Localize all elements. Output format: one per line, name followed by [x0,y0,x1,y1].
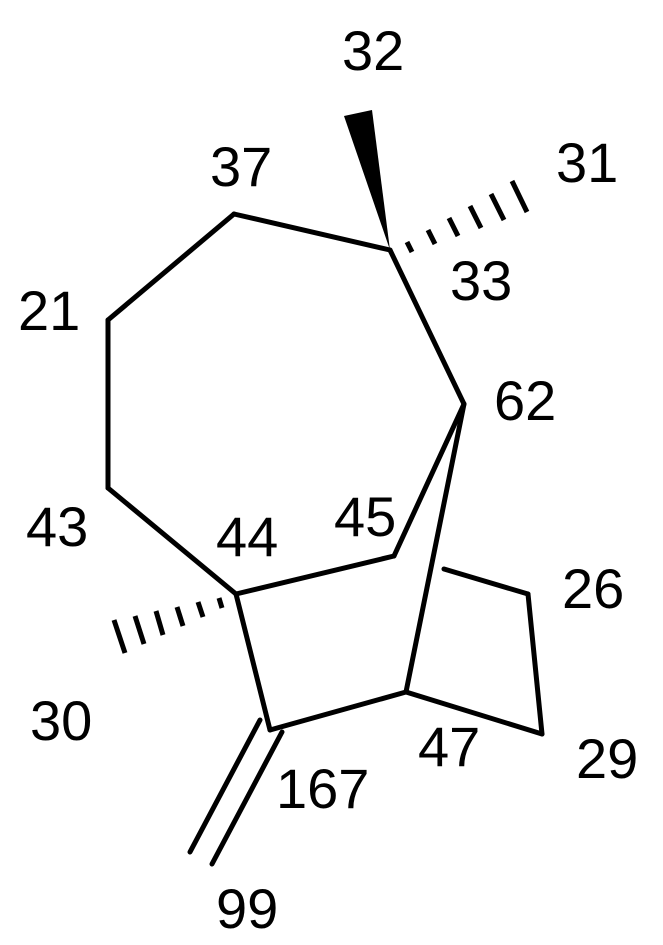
bond-29-47 [403,689,545,737]
atom-label-62: 62 [494,369,556,432]
bond-44-167 [233,591,273,733]
hashed-bond-33-31 [404,179,530,254]
atom-label-26: 26 [562,557,624,620]
double-bond-167-99-b [209,729,285,867]
atom-label-29: 29 [576,727,638,790]
hashed-bond-44-30 [111,597,225,654]
bond-37-21 [105,211,237,323]
bond-44-45 [233,553,397,597]
double-bond-167-99-a [187,717,263,855]
atom-label-44: 44 [216,505,278,568]
atom-label-32: 32 [342,19,404,82]
atom-label-30: 30 [30,689,92,752]
atom-label-45: 45 [334,485,396,548]
bond-37-33 [231,211,393,253]
bond-62-45 [391,401,467,559]
wedge-bond-33-32 [344,110,390,250]
atom-label-43: 43 [26,495,88,558]
atom-label-47: 47 [418,715,480,778]
atom-label-37: 37 [210,135,272,198]
bond-47-167 [267,689,409,733]
bond-33-62 [387,247,467,407]
bond-43-44 [105,485,239,597]
atom-label-167: 167 [276,757,369,820]
atom-label-21: 21 [18,279,80,342]
atom-label-33: 33 [450,249,512,312]
atom-label-99: 99 [216,877,278,940]
bond-26-29 [525,591,545,737]
atom-label-31: 31 [556,131,618,194]
bond-62-47 [403,401,467,695]
bond-45-26 [441,566,531,597]
